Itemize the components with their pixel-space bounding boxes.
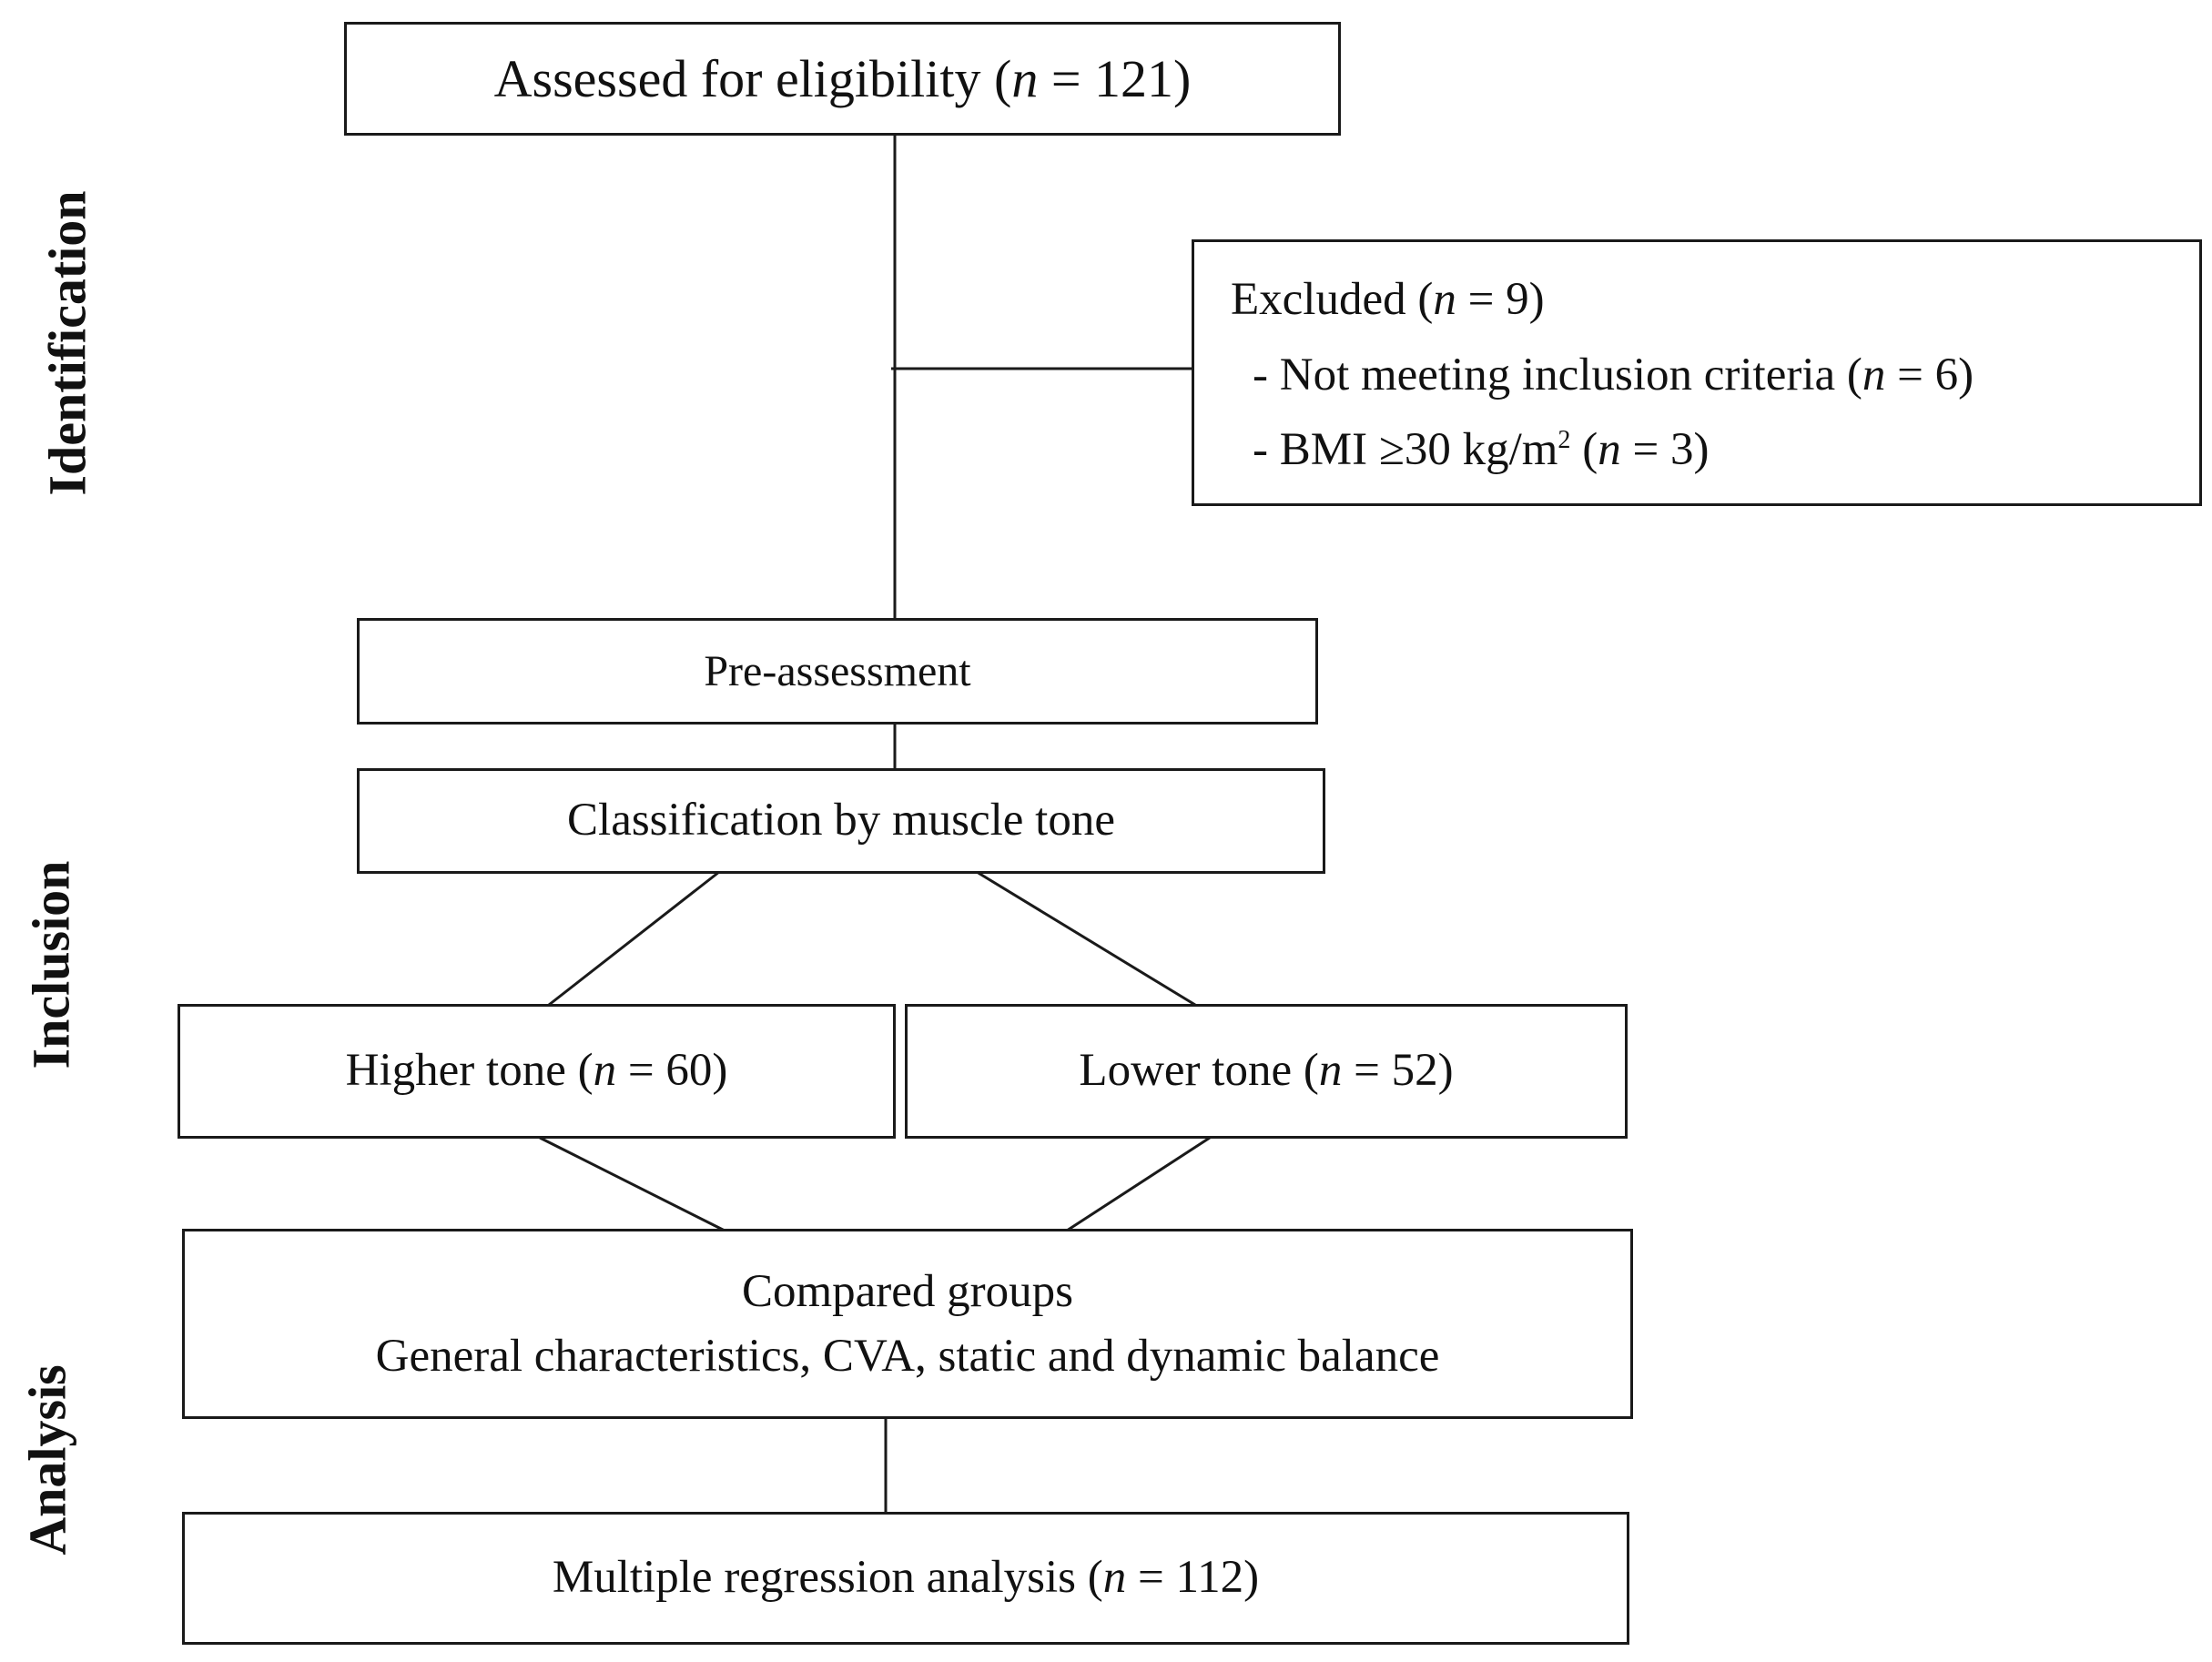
classification-box: Classification by muscle tone (357, 768, 1325, 874)
stage-label-analysis: Analysis (17, 1364, 77, 1556)
lower-tone-text: Lower tone (n = 52) (1079, 1045, 1454, 1097)
stage-label-identification: Identification (37, 190, 97, 496)
assessed-box: Assessed for eligibility (n = 121) (344, 22, 1341, 136)
assessed-text: Assessed for eligibility (n = 121) (493, 48, 1192, 108)
higher-tone-text: Higher tone (n = 60) (345, 1045, 728, 1097)
connector-higher-to-compared (539, 1136, 725, 1232)
connector-classification-to-lower (976, 870, 1196, 1007)
compared-groups-box: Compared groups General characteristics,… (182, 1229, 1633, 1419)
compared-groups-title: Compared groups (741, 1266, 1074, 1318)
excluded-list: Excluded (n = 9) - Not meeting inclusion… (1231, 262, 1974, 488)
excluded-reason-inclusion: - Not meeting inclusion criteria (n = 6) (1253, 349, 1974, 400)
lower-tone-box: Lower tone (n = 52) (905, 1004, 1628, 1139)
excluded-reason-bmi: - BMI ≥30 kg/m2 (n = 3) (1253, 424, 1710, 476)
regression-text: Multiple regression analysis (n = 112) (552, 1552, 1260, 1604)
pre-assessment-text: Pre-assessment (704, 646, 971, 695)
regression-box: Multiple regression analysis (n = 112) (182, 1512, 1629, 1645)
higher-tone-box: Higher tone (n = 60) (178, 1004, 896, 1139)
connector-classification-to-higher (548, 870, 720, 1007)
compared-groups-detail: General characteristics, CVA, static and… (375, 1330, 1440, 1382)
excluded-title: Excluded (n = 9) (1231, 274, 1545, 325)
classification-text: Classification by muscle tone (567, 795, 1115, 846)
stage-label-inclusion: Inclusion (21, 860, 81, 1069)
connector-lower-to-compared (1066, 1136, 1211, 1232)
excluded-box: Excluded (n = 9) - Not meeting inclusion… (1192, 239, 2202, 506)
pre-assessment-box: Pre-assessment (357, 618, 1318, 725)
